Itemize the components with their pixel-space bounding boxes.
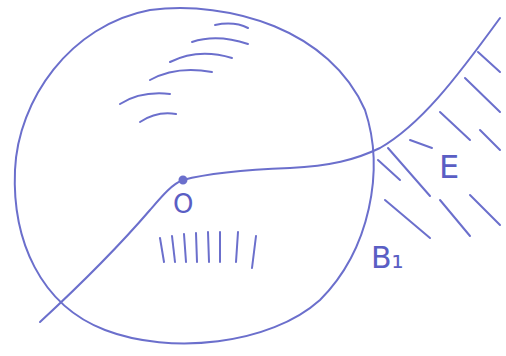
point-label: O [170, 190, 196, 218]
origin-dot [180, 177, 187, 184]
ball-outline [15, 8, 374, 343]
lower-hatching [160, 232, 256, 268]
region-label: E [436, 150, 462, 184]
ball-label: B₁ [368, 242, 407, 274]
upper-hatching [120, 24, 248, 122]
boundary-curve [40, 18, 500, 322]
region-e-hatching [378, 52, 500, 238]
